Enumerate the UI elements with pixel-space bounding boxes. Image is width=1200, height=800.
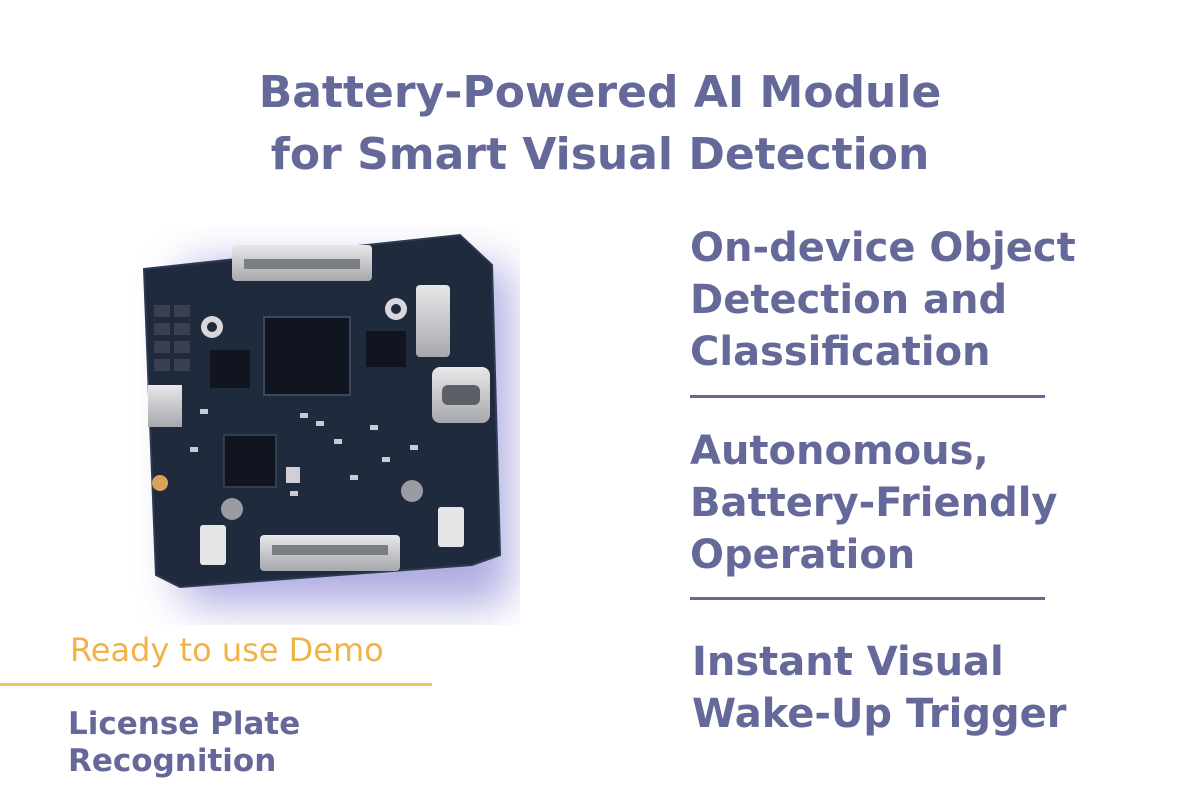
demo-divider bbox=[0, 683, 432, 686]
demo-heading: Ready to use Demo bbox=[70, 631, 384, 669]
demo-item-line-2: Recognition bbox=[68, 743, 277, 779]
feature-1-line-3: Classification bbox=[690, 329, 991, 375]
feature-wake-up-trigger: Instant Visual Wake-Up Trigger bbox=[692, 636, 1066, 740]
feature-3-line-1: Instant Visual bbox=[692, 639, 1004, 685]
feature-2-line-2: Battery-Friendly bbox=[690, 480, 1058, 526]
page-title: Battery-Powered AI Module for Smart Visu… bbox=[0, 62, 1200, 186]
demo-item-line-1: License Plate bbox=[68, 706, 301, 742]
ai-module-board-image bbox=[120, 225, 520, 625]
feature-battery-operation: Autonomous, Battery-Friendly Operation bbox=[690, 425, 1057, 581]
title-line-2: for Smart Visual Detection bbox=[270, 129, 930, 180]
feature-object-detection: On-device Object Detection and Classific… bbox=[690, 222, 1076, 378]
feature-1-line-2: Detection and bbox=[690, 277, 1008, 323]
demo-item-license-plate: License Plate Recognition bbox=[68, 706, 300, 780]
feature-divider bbox=[690, 395, 1045, 398]
feature-3-line-2: Wake-Up Trigger bbox=[692, 691, 1067, 737]
feature-2-line-1: Autonomous, bbox=[690, 428, 989, 474]
feature-2-line-3: Operation bbox=[690, 532, 916, 578]
feature-divider bbox=[690, 597, 1045, 600]
title-line-1: Battery-Powered AI Module bbox=[258, 67, 942, 118]
feature-1-line-1: On-device Object bbox=[690, 225, 1076, 271]
